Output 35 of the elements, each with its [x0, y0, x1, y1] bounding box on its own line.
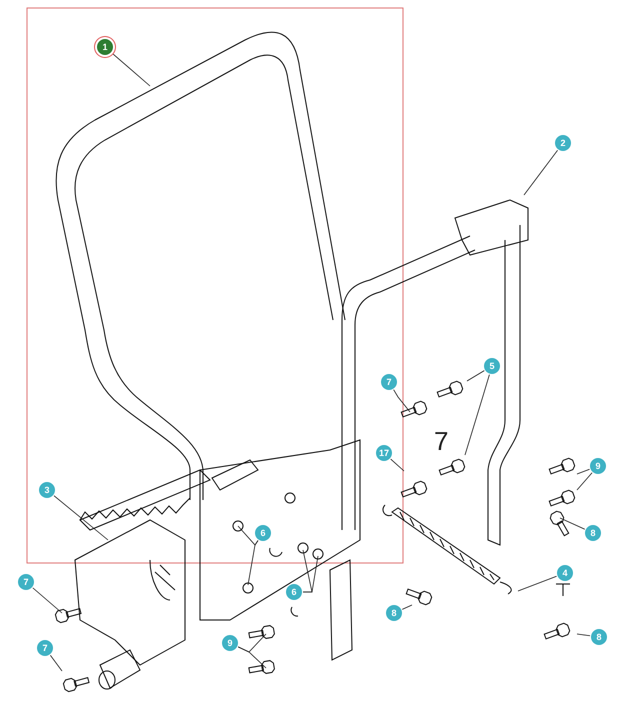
callout-number: 7	[37, 640, 53, 656]
leader-line	[32, 587, 62, 614]
leader-line	[518, 576, 557, 592]
leader-line	[54, 495, 108, 540]
leader-line	[402, 604, 412, 610]
callout-number: 4	[557, 565, 573, 581]
leader-line	[576, 472, 592, 490]
leader-line	[466, 370, 485, 382]
callout-number: 9	[590, 458, 606, 474]
leader-line	[111, 52, 150, 86]
callout-number: 6	[286, 584, 302, 600]
part-label: 7	[434, 428, 448, 454]
leader-line	[302, 550, 312, 592]
callout-number: 6	[255, 525, 271, 541]
callout-number: 5	[484, 358, 500, 374]
callout-number: 9	[222, 635, 238, 651]
callout-number: 17	[376, 445, 392, 461]
leader-line	[524, 150, 558, 196]
callout-number: 1	[97, 39, 113, 55]
callout-number: 8	[591, 629, 607, 645]
leader-line	[464, 374, 490, 456]
callout-number: 7	[18, 574, 34, 590]
leader-line	[238, 646, 266, 668]
leader-line	[576, 468, 590, 474]
leader-line	[50, 654, 62, 672]
leader-line	[390, 458, 404, 472]
callout-number: 2	[555, 135, 571, 151]
leader-line	[393, 389, 410, 412]
leader-line	[576, 634, 590, 636]
callout-number: 7	[381, 374, 397, 390]
callout-number: 8	[386, 605, 402, 621]
callout-number: 3	[39, 482, 55, 498]
leader-line	[560, 518, 586, 530]
leader-line	[248, 540, 258, 586]
callout-number: 8	[585, 525, 601, 541]
